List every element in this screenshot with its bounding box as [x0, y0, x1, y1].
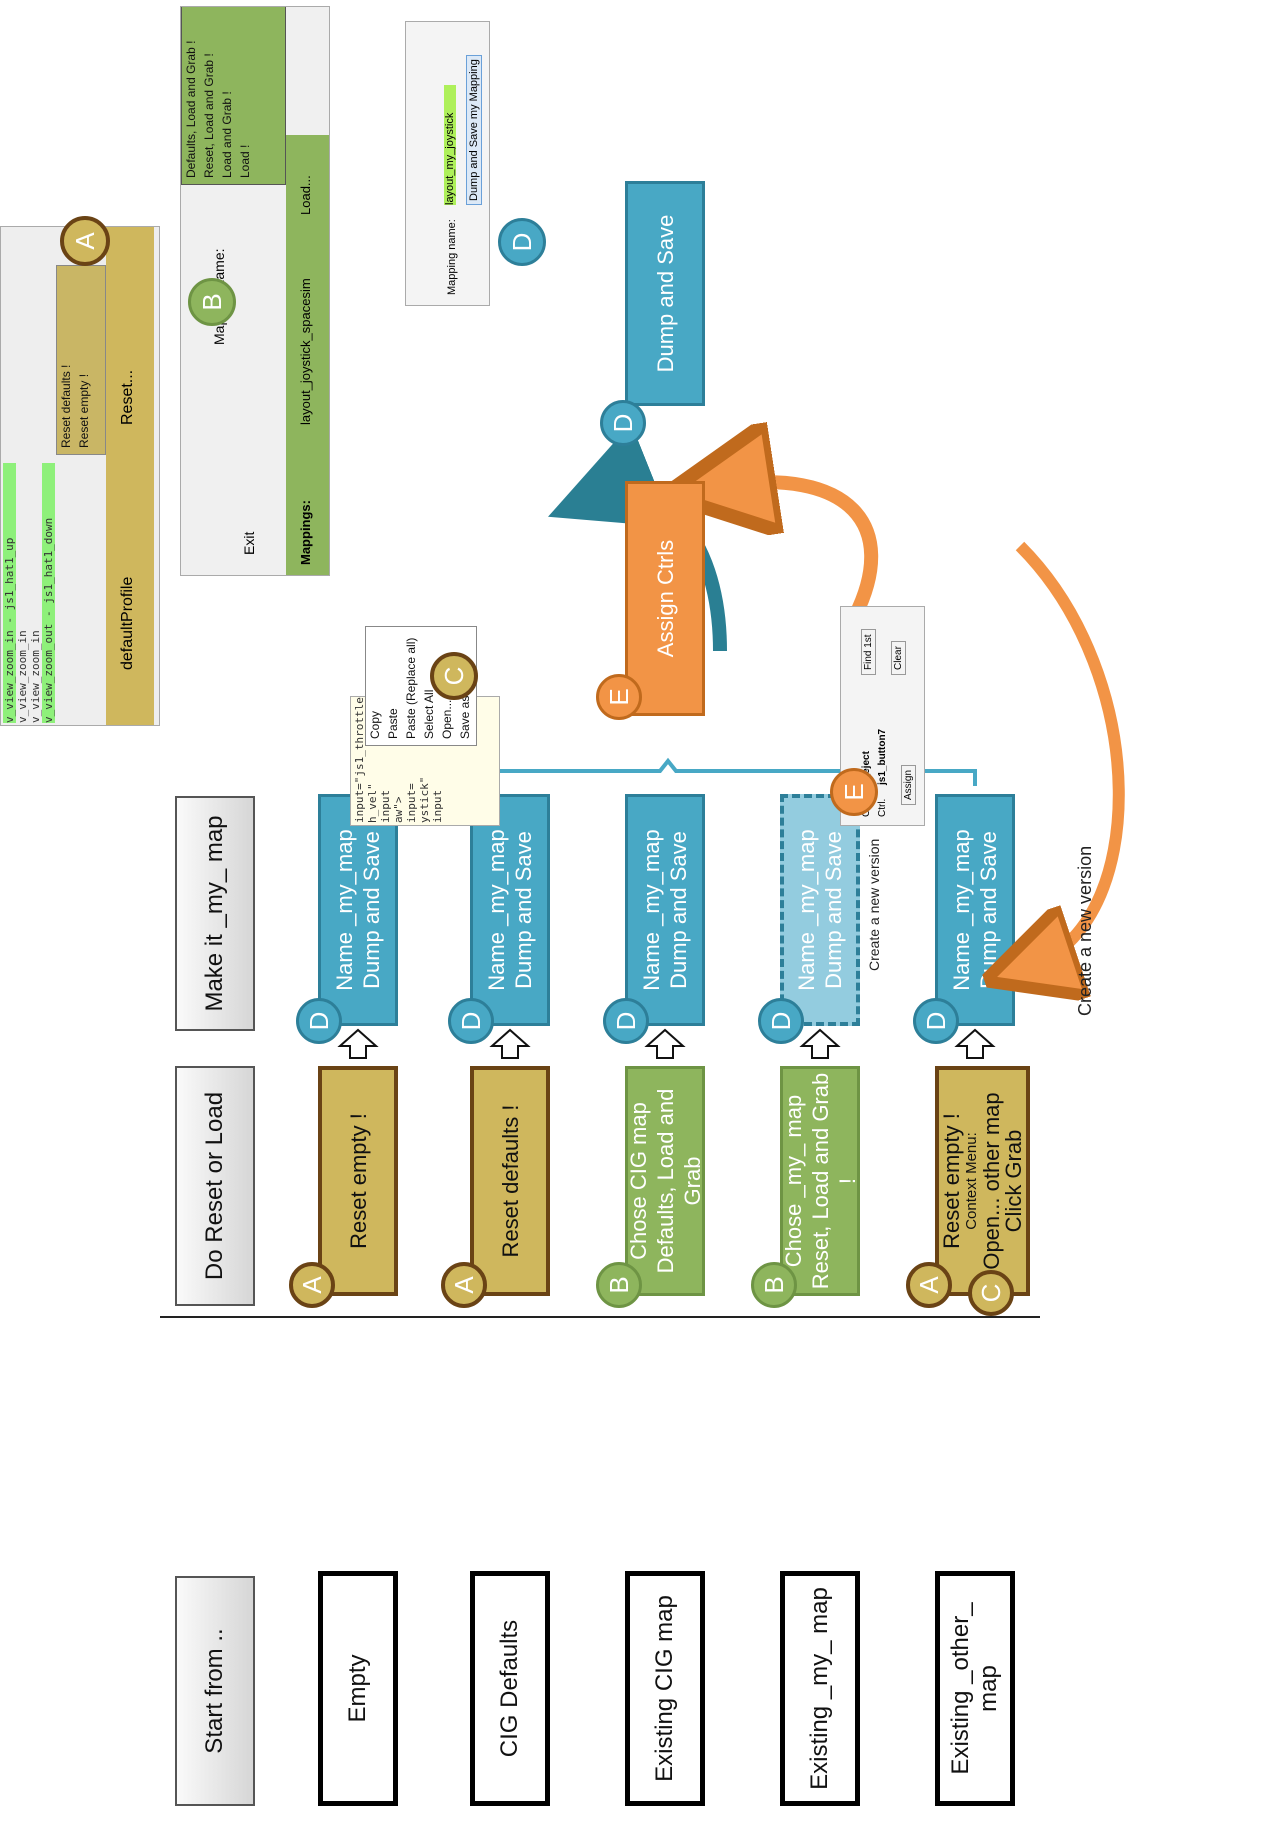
step-arrow-icon	[954, 1028, 996, 1059]
badge-c: C	[430, 652, 478, 700]
mapping-name-label: Mapping name:	[446, 219, 458, 295]
step-arrow-icon	[799, 1028, 841, 1059]
menu-item-load-grab[interactable]: Load and Grab !	[220, 91, 234, 178]
step-arrow-icon	[489, 1028, 531, 1059]
ctrl-label: Ctrl.	[877, 798, 888, 817]
badge-letter: E	[838, 783, 869, 801]
assign-label: Assign Ctrls	[652, 539, 678, 658]
badge-d: D	[600, 400, 646, 446]
badge-d: D	[498, 218, 546, 266]
clear-button[interactable]: Clear	[891, 641, 906, 675]
screenshot-d: Mapping name: layout_my_joystick Dump an…	[405, 21, 490, 306]
menu-item-reset-load-grab[interactable]: Reset, Load and Grab !	[202, 53, 216, 178]
list-item[interactable]: v_view_zoom_in - js1_hat1_up	[3, 463, 16, 723]
badge-letter: C	[438, 666, 469, 686]
menu-item-load[interactable]: Load !	[238, 144, 252, 178]
badge-letter: D	[607, 413, 638, 433]
ctrl-value: js1_button7	[877, 728, 888, 785]
menu-item-reset-defaults[interactable]: Reset defaults !	[59, 364, 73, 448]
dump-and-save-box: Dump and Save	[625, 181, 705, 406]
screenshot-a: defaultProfile Reset... Reset defaults !…	[0, 226, 160, 726]
new-version-arrow	[1020, 541, 1125, 966]
menu-item-paste[interactable]: Paste	[386, 708, 400, 739]
dump-label: Dump and Save	[652, 214, 678, 373]
loop-arrow-orange	[720, 482, 879, 620]
badge-b: B	[188, 278, 236, 326]
menu-item-paste-replace[interactable]: Paste (Replace all)	[404, 637, 418, 739]
menu-item-copy[interactable]: Copy	[368, 710, 382, 739]
profile-label: defaultProfile	[119, 576, 136, 670]
step-arrow-icon	[337, 1028, 379, 1059]
mapping-select[interactable]: layout_joystick_spacesim	[298, 278, 313, 425]
badge-e: E	[830, 768, 878, 816]
menu-item-reset-empty[interactable]: Reset empty !	[77, 373, 91, 448]
mapping-name-field[interactable]: layout_my_joystick	[444, 85, 456, 205]
find-first-button[interactable]: Find 1st	[861, 629, 876, 675]
step-arrow-icon	[644, 1028, 686, 1059]
mappings-label: Mappings:	[298, 500, 313, 565]
list-item[interactable]: v_view_zoom_in	[29, 630, 42, 723]
create-new-version-label: Create a new version	[1075, 845, 1095, 1016]
profile-bar: defaultProfile Reset...	[106, 226, 154, 725]
reset-menu: Reset defaults ! Reset empty !	[56, 265, 106, 455]
badge-letter: B	[196, 293, 227, 311]
badge-e: E	[596, 674, 642, 720]
load-menu: Defaults, Load and Grab ! Reset, Load an…	[181, 6, 286, 185]
badge-letter: D	[506, 232, 537, 252]
reset-dropdown-button[interactable]: Reset...	[119, 369, 136, 425]
list-item[interactable]: v_view_zoom_in	[16, 630, 29, 723]
command-list: v_view_zoom_in - js1_hat1_up v_view_zoom…	[3, 463, 55, 723]
menu-item-defaults-load-grab[interactable]: Defaults, Load and Grab !	[184, 40, 198, 178]
mapping-bar: Mappings: layout_joystick_spacesim Load.…	[286, 135, 330, 575]
step-arrows	[337, 1028, 996, 1059]
badge-letter: E	[603, 688, 634, 706]
load-dropdown-button[interactable]: Load...	[298, 175, 313, 215]
assign-ctrls-box: Assign Ctrls	[625, 481, 705, 716]
badge-letter: A	[69, 232, 100, 250]
exit-button[interactable]: Exit	[241, 531, 257, 555]
badge-a: A	[60, 216, 110, 266]
assign-button[interactable]: Assign	[901, 764, 916, 805]
dump-and-save-button[interactable]: Dump and Save my Mapping	[466, 55, 482, 205]
list-item[interactable]: v_view_zoom_out - js1_hat1_down	[42, 463, 55, 723]
